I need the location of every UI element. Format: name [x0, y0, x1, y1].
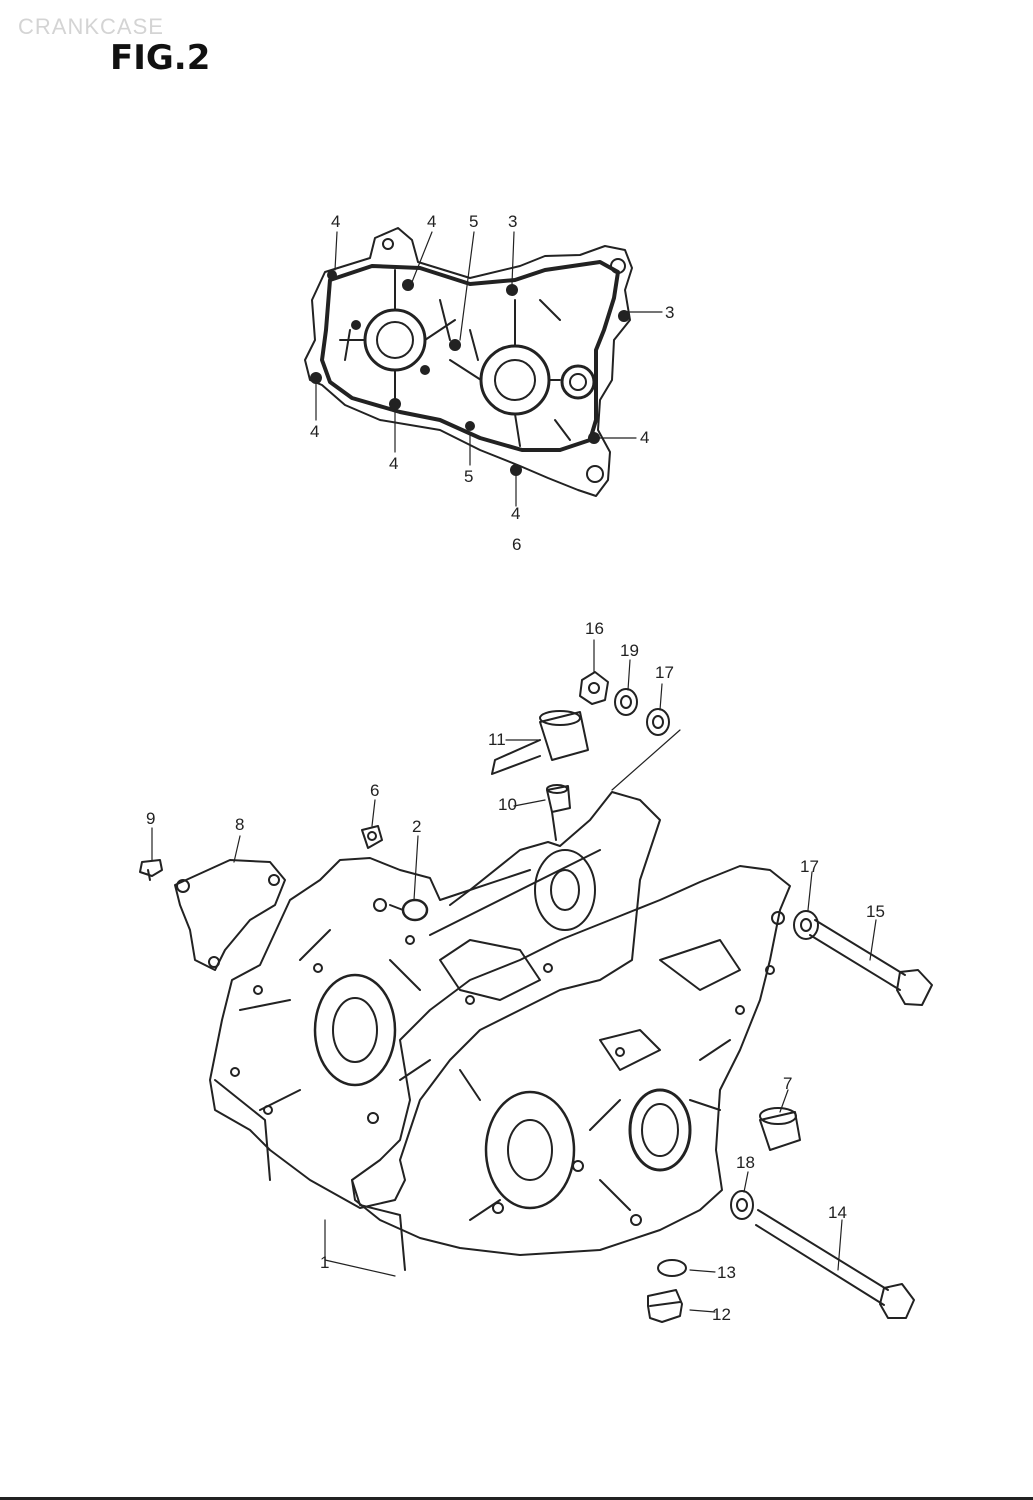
- washer-17: [793, 910, 819, 940]
- bolt-14: [755, 1209, 915, 1319]
- callout-label: 4: [389, 454, 398, 473]
- callout-label: 8: [235, 815, 244, 834]
- callout-label: 2: [412, 817, 421, 836]
- nut: [579, 671, 609, 705]
- callout-label: 4: [427, 212, 436, 231]
- callout-label: 4: [310, 422, 319, 441]
- bolt-15: [809, 919, 933, 1006]
- washer-19: [614, 688, 638, 716]
- crankcase-exploded-drawing: [139, 639, 933, 1323]
- callout-label: 19: [620, 641, 639, 660]
- callout-label: 6: [370, 781, 379, 800]
- callout-label: 3: [508, 212, 517, 231]
- crankcase-gasket-drawing: [304, 227, 663, 507]
- drain-plug: [647, 1289, 683, 1323]
- right-crankcase-half: [351, 865, 791, 1256]
- callout-label: 9: [146, 809, 155, 828]
- callout-label: 16: [585, 619, 604, 638]
- callout-label: 4: [511, 504, 520, 523]
- screw: [139, 859, 163, 881]
- callout-label: 4: [640, 428, 649, 447]
- callout-label: 7: [783, 1074, 792, 1093]
- gasket-inner-line: [320, 260, 620, 452]
- figure-title: FIG.2: [110, 38, 211, 78]
- washer-18: [730, 1190, 754, 1220]
- callout-label: 13: [717, 1263, 736, 1282]
- callout-label: 5: [469, 212, 478, 231]
- crank-bore-left: [363, 308, 427, 372]
- callout-label: 4: [331, 212, 340, 231]
- washer-17-top: [646, 708, 670, 736]
- sleeve: [539, 711, 589, 761]
- bushing: [546, 785, 571, 841]
- dowel-sleeve: [759, 1111, 801, 1151]
- page-bottom-rule: [0, 1497, 1033, 1500]
- callout-label: 18: [736, 1153, 755, 1172]
- callout-label: 6: [512, 535, 521, 554]
- section-header: CRANKCASE: [18, 14, 164, 39]
- grommet: [361, 825, 383, 849]
- callout-label: 14: [828, 1203, 847, 1222]
- callout-label: 5: [464, 467, 473, 486]
- left-crankcase-half: [209, 791, 661, 1209]
- callout-label: 17: [800, 857, 819, 876]
- callout-label: 3: [665, 303, 674, 322]
- crank-bore-right: [479, 344, 551, 416]
- callout-label: 15: [866, 902, 885, 921]
- callout-label: 10: [498, 795, 517, 814]
- callout-label: 1: [320, 1253, 329, 1272]
- callout-label: 17: [655, 663, 674, 682]
- circlip: [657, 1259, 687, 1277]
- callout-label: 11: [488, 730, 506, 749]
- exploded-callouts: 16 19 17 11 10 6 2 9 8 17 15 7 18 14 13 …: [146, 619, 885, 1324]
- gasket-callouts: 4 4 5 3 3 4 4 4 5 4 6: [310, 212, 674, 554]
- shaft-seal: [560, 364, 596, 400]
- callout-label: 12: [712, 1305, 731, 1324]
- cover-plate: [174, 859, 286, 971]
- gasket-outline: [304, 227, 633, 497]
